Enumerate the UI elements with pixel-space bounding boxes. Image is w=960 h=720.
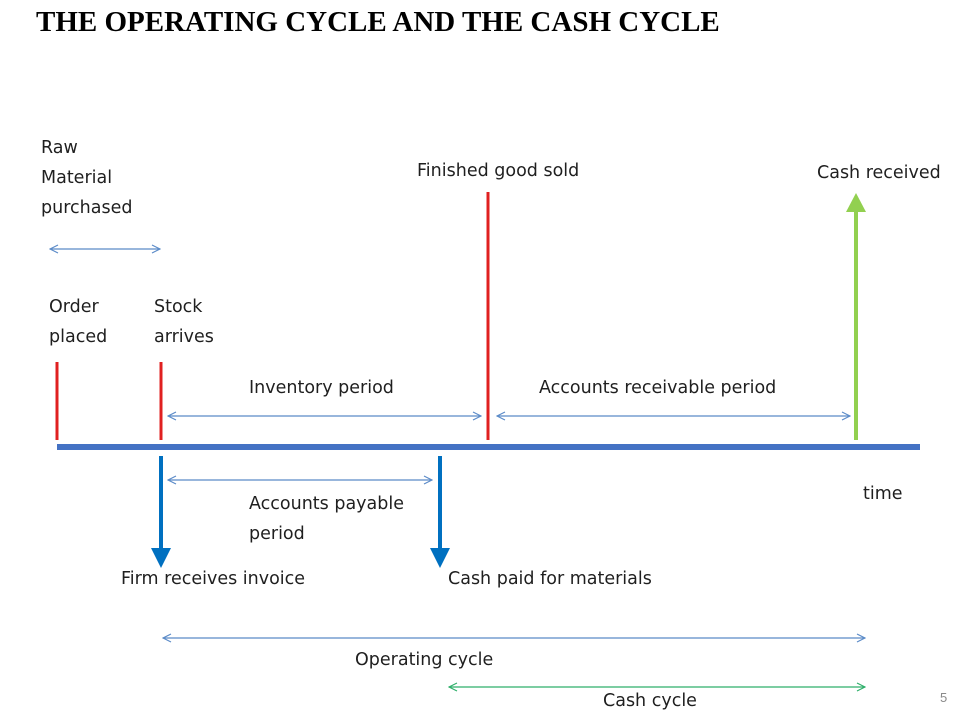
firm-receives-invoice-label: Firm receives invoice	[121, 569, 306, 589]
slide-title: THE OPERATING CYCLE AND THE CASH CYCLE	[36, 6, 720, 38]
cash-paid-label: Cash paid for materials	[448, 569, 652, 589]
inventory-period-label: Inventory period	[249, 378, 394, 398]
cash-paid-down-arrow	[430, 456, 450, 568]
stock-arrives-label: Stock arrives	[154, 297, 214, 347]
cash-received-label: Cash received	[817, 163, 941, 183]
order-placed-label: Order placed	[49, 297, 108, 347]
raw-material-label: Raw Material purchased	[41, 138, 133, 218]
finished-good-sold-label: Finished good sold	[417, 161, 580, 181]
ap-period-label: Accounts payable period	[249, 494, 404, 544]
ar-period-label: Accounts receivable period	[539, 378, 777, 398]
cash-received-arrow	[846, 193, 866, 440]
cash-cycle-label: Cash cycle	[603, 691, 697, 711]
invoice-down-arrow	[151, 456, 171, 568]
operating-cycle-label: Operating cycle	[355, 650, 494, 670]
time-label: time	[863, 484, 903, 504]
page-number: 5	[940, 690, 948, 705]
